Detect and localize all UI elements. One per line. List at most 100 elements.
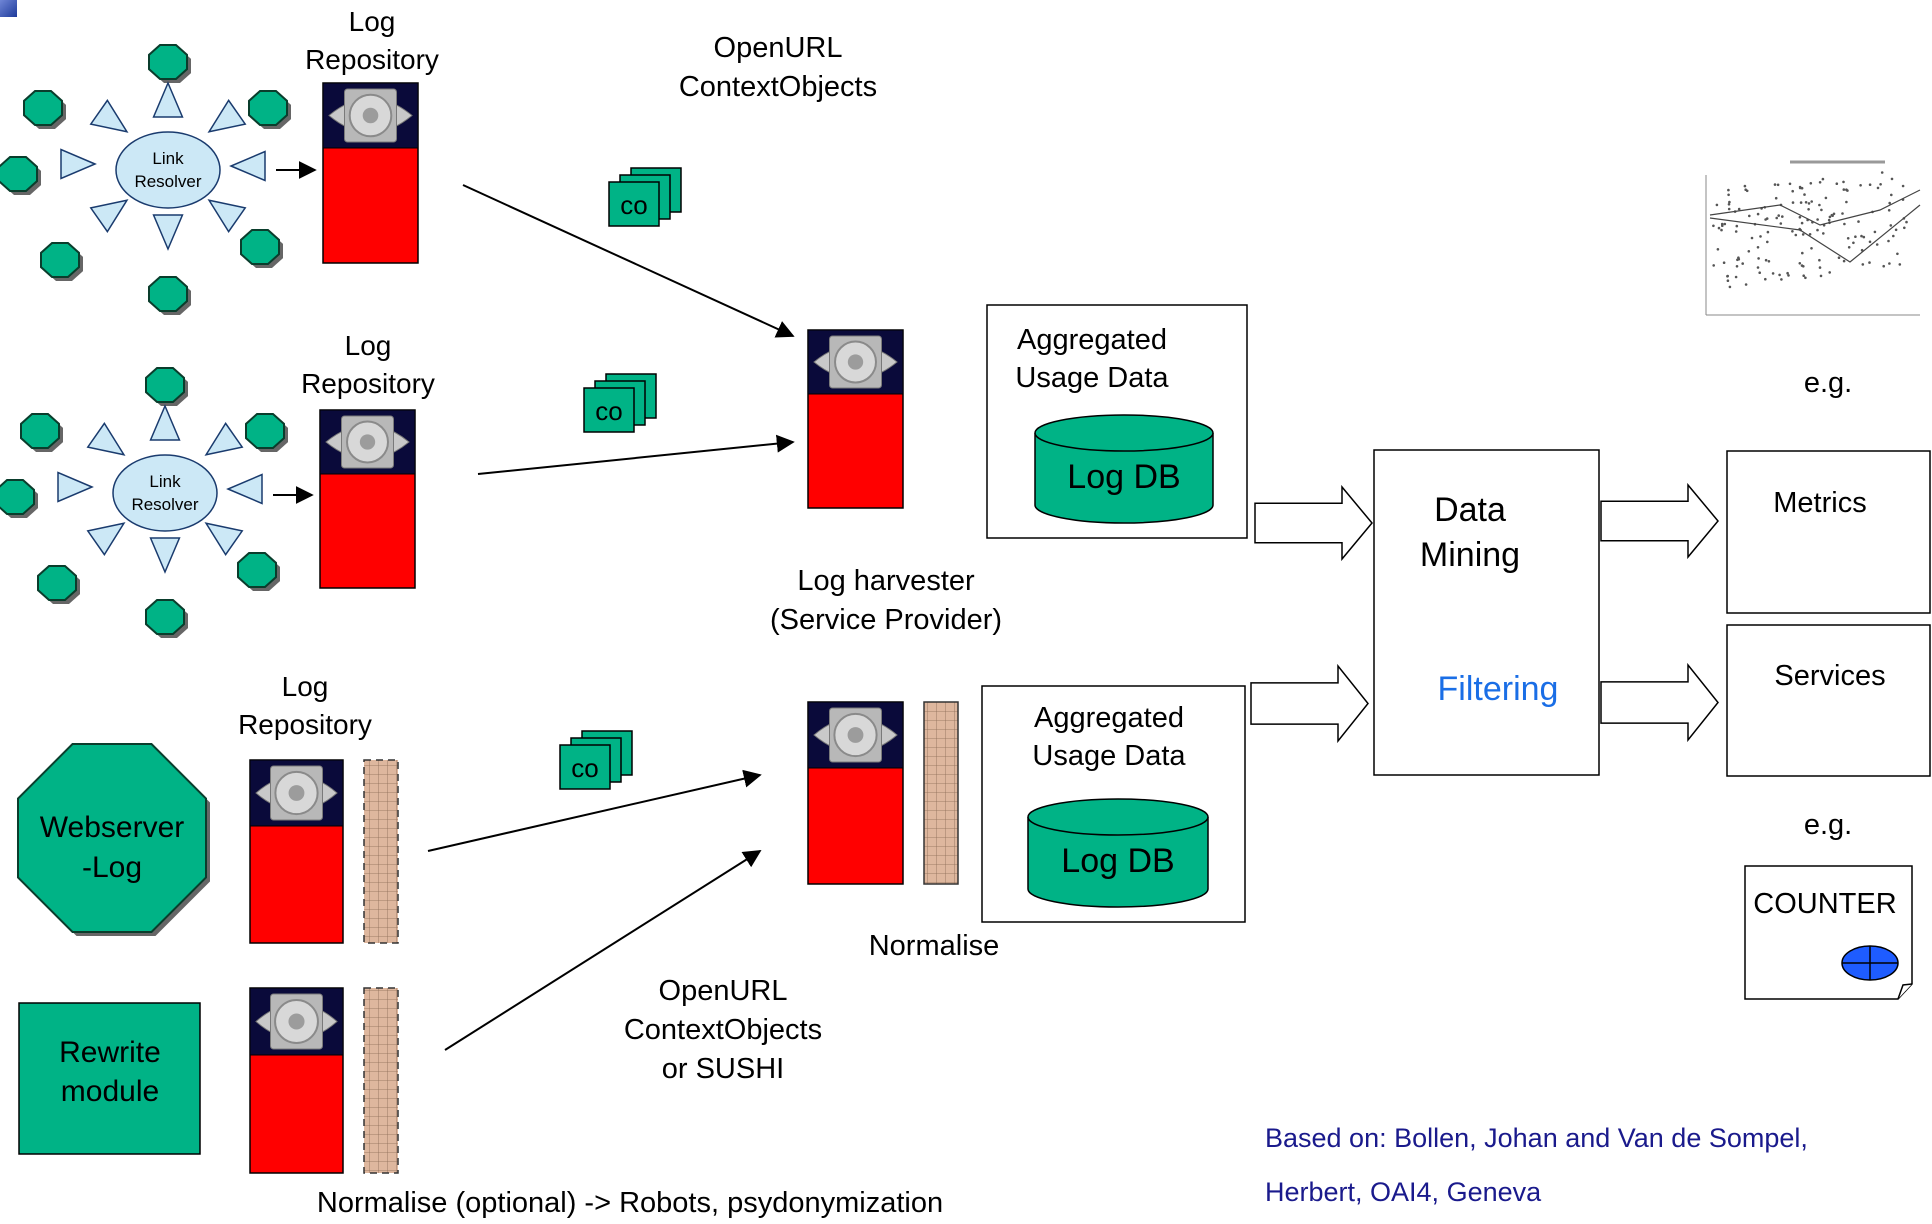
thumbnail-point	[1741, 262, 1744, 265]
data-mining-label-line: Mining	[1420, 536, 1520, 574]
request-triangle	[57, 471, 94, 503]
flow-block-arrow	[1600, 662, 1719, 743]
rewrite-module-label-line: Rewrite	[59, 1036, 161, 1069]
thumbnail-point	[1727, 188, 1730, 192]
log-repository-label-line: Log	[345, 330, 392, 361]
thumbnail-point	[1837, 256, 1841, 260]
thumbnail-point	[1735, 265, 1739, 268]
thumbnail-point	[1727, 193, 1730, 197]
thumbnail-point	[1832, 212, 1836, 216]
log-repository-label-line: Log	[282, 671, 329, 702]
leaf-node	[0, 479, 35, 515]
thumbnail-point	[1890, 177, 1894, 181]
thumbnail-point	[1887, 209, 1891, 212]
webserver-log-label-line: Webserver	[40, 811, 185, 844]
thumbnail-point	[1828, 215, 1832, 219]
log-db-cylinder: Log DB	[1027, 798, 1209, 908]
request-triangle	[86, 522, 126, 556]
thumbnail-curve	[1709, 204, 1921, 263]
thumbnail-point	[1889, 224, 1893, 227]
thumbnail-point	[1841, 212, 1844, 215]
link-resolver-node	[112, 454, 218, 532]
request-triangle	[207, 99, 247, 133]
log-db-cylinder: Log DB	[1034, 414, 1214, 524]
filtering-label: Filtering	[1438, 670, 1559, 708]
log-repository-server	[322, 82, 419, 264]
thumbnail-point	[1800, 186, 1804, 190]
thumbnail-point	[1786, 271, 1789, 275]
thumbnail-point	[1798, 215, 1802, 219]
rewrite-module-label-line: module	[61, 1075, 159, 1108]
counter-page	[1744, 865, 1913, 1000]
thumbnail-point	[1764, 258, 1768, 262]
webserver-log-node	[17, 743, 207, 933]
thumbnail-point	[1882, 264, 1885, 268]
link-resolver-label-line: Resolver	[134, 172, 201, 191]
disk-icon	[362, 107, 379, 124]
thumbnail-point	[1828, 271, 1831, 274]
thumbnail-point	[1737, 207, 1741, 211]
thumbnail-point	[1835, 182, 1839, 185]
thumbnail-point	[1816, 218, 1819, 221]
thumbnail-point	[1780, 278, 1783, 281]
co-label: co	[595, 396, 622, 426]
data-mining-box	[1373, 449, 1600, 776]
thumbnail-point	[1842, 259, 1846, 263]
openurl-context-objects-sushi-label-line: or SUSHI	[662, 1053, 784, 1085]
thumbnail-background	[1685, 150, 1930, 340]
co-label: co	[620, 190, 647, 220]
thumbnail-point	[1799, 201, 1803, 204]
leaf-node	[237, 552, 277, 588]
counter-page-fold	[1897, 983, 1913, 1000]
log-repository-label-line: Repository	[301, 368, 435, 399]
context-object-stack: co	[608, 167, 682, 227]
thumbnail-point	[1727, 203, 1731, 206]
thumbnail-point	[1875, 243, 1879, 246]
request-triangle	[86, 422, 126, 456]
co-label: co	[571, 753, 598, 783]
flow-block-arrow	[1600, 482, 1719, 560]
citation-label: Based on: Bollen, Johan and Van de Sompe…	[1265, 1123, 1808, 1207]
request-triangle	[207, 199, 247, 233]
request-triangle	[204, 522, 244, 556]
log-db-label: Log DB	[1067, 458, 1180, 496]
thumbnail-point	[1824, 196, 1828, 200]
thumbnail-point	[1804, 276, 1807, 280]
thumbnail-point	[1898, 263, 1902, 266]
thumbnail-point	[1819, 274, 1823, 278]
request-triangle	[60, 148, 97, 180]
counter-document: COUNTER	[1744, 865, 1913, 1000]
thumbnail-point	[1758, 271, 1761, 275]
leaf-node	[148, 44, 188, 80]
thumbnail-point	[1830, 213, 1834, 217]
co-card	[583, 387, 635, 433]
normalise-grid-strip	[363, 759, 399, 944]
thumbnail-point	[1808, 233, 1812, 236]
log-db-label: Log DB	[1061, 842, 1174, 880]
thumbnail-point	[1876, 186, 1880, 190]
log-harvester-label-line: (Service Provider)	[770, 604, 1002, 636]
flow-block-arrow	[1250, 663, 1369, 744]
thumbnail-point	[1787, 274, 1790, 277]
normalise-server	[807, 701, 904, 885]
metrics-label: Metrics	[1773, 487, 1866, 519]
thumbnail-point	[1734, 275, 1738, 279]
thumbnail-point	[1818, 203, 1821, 207]
leaf-node	[145, 599, 185, 635]
thumbnail-point	[1764, 277, 1767, 281]
thumbnail-point	[1842, 188, 1846, 191]
request-triangle	[152, 214, 184, 251]
thumbnail-point	[1756, 266, 1760, 269]
co-card	[559, 744, 611, 790]
webserver-log-label: Webserver-Log	[40, 811, 185, 884]
aggregated-usage-data-label-line: Usage Data	[1015, 362, 1169, 394]
thumbnail-point	[1896, 252, 1899, 256]
thumbnail-point	[1791, 189, 1794, 193]
thumbnail-point	[1717, 226, 1721, 230]
thumbnail-point	[1716, 248, 1720, 251]
thumbnail-point	[1888, 201, 1891, 205]
thumbnail-point	[1818, 181, 1822, 184]
thumbnail-point	[1766, 230, 1770, 234]
